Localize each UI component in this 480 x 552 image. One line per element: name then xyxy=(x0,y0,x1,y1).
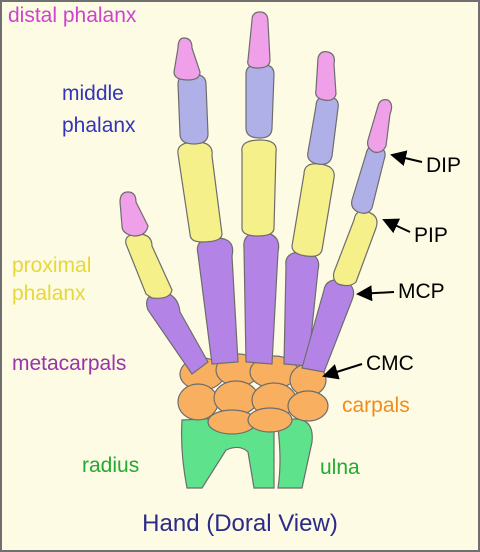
carpal-bone xyxy=(247,407,293,433)
middle-phalanx-bone xyxy=(245,63,275,139)
diagram-title: Hand (Doral View) xyxy=(142,510,338,537)
metacarpal-bone xyxy=(196,237,239,365)
distal-phalanx-bone xyxy=(247,11,271,69)
dip-label: DIP xyxy=(426,154,462,177)
distal-phalanx-bone xyxy=(315,51,337,101)
proximal-phalanx-label-line1: proximal xyxy=(12,254,92,277)
proximal-phalanges xyxy=(125,139,378,299)
proximal-phalanx-bone xyxy=(177,141,223,243)
proximal-phalanx-label-line2: phalanx xyxy=(12,282,86,305)
metacarpal-bone xyxy=(146,291,209,375)
mcp-arrow xyxy=(356,285,395,302)
proximal-phalanx-bone xyxy=(332,210,378,287)
radius-bone xyxy=(180,415,275,489)
distal-phalanx-bone xyxy=(119,191,149,237)
ulna-label: ulna xyxy=(320,456,360,479)
distal-phalanx-bone xyxy=(367,99,393,153)
middle-phalanx-bone xyxy=(177,73,209,145)
metacarpal-bone xyxy=(243,231,280,365)
middle-phalanx-label-line1: middle xyxy=(62,82,124,105)
carpal-bone xyxy=(287,390,329,422)
pip-arrow xyxy=(382,218,411,234)
middle-phalanx-bone xyxy=(307,95,339,165)
proximal-phalanx-bone xyxy=(291,163,335,257)
metacarpals xyxy=(146,231,355,375)
dip-arrow xyxy=(390,150,423,166)
distal-phalanx-label: distal phalanx xyxy=(8,4,137,27)
distal-phalanx-bone xyxy=(173,37,201,81)
proximal-phalanx-bone xyxy=(241,139,277,237)
middle-phalanx-bone xyxy=(351,145,386,214)
radius-label: radius xyxy=(82,454,140,477)
distal-phalanges xyxy=(119,11,393,237)
carpals-label: carpals xyxy=(342,394,410,417)
cmc-arrow xyxy=(322,363,363,380)
metacarpals-label: metacarpals xyxy=(12,352,127,375)
middle-phalanx-label-line2: phalanx xyxy=(62,114,136,137)
forearm xyxy=(180,415,313,489)
cmc-label: CMC xyxy=(366,352,414,375)
proximal-phalanx-bone xyxy=(125,233,173,299)
pip-label: PIP xyxy=(414,224,448,247)
mcp-label: MCP xyxy=(398,280,445,303)
